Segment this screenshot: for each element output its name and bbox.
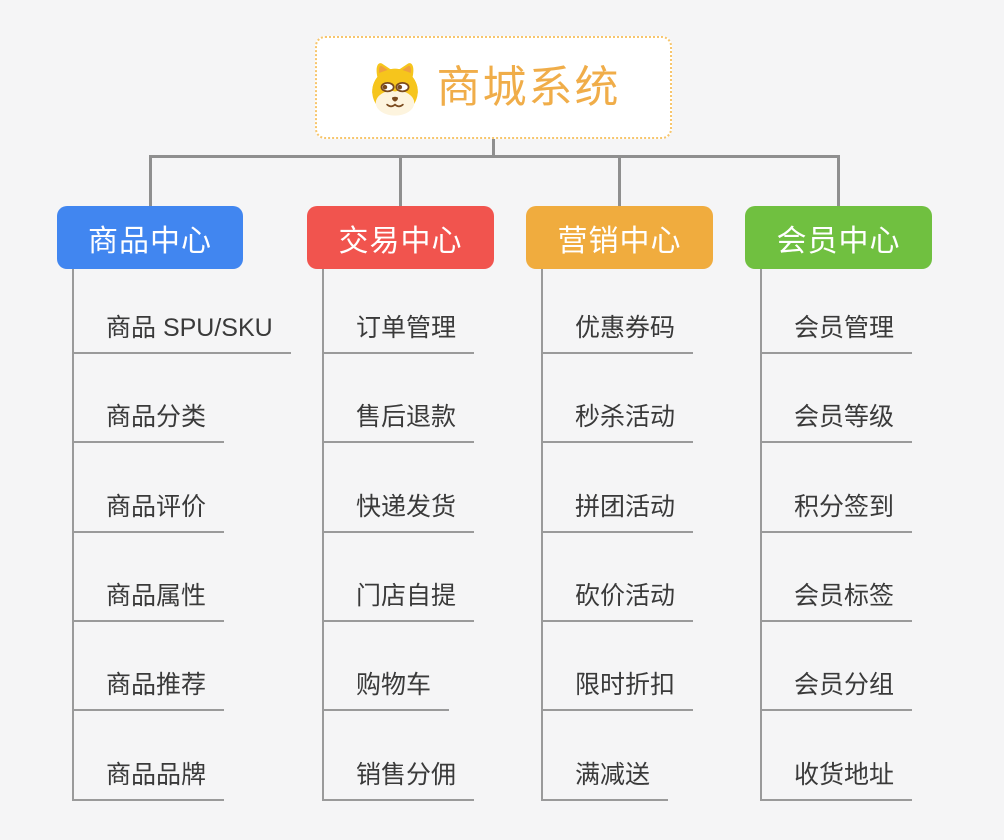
child-node[interactable]: 会员等级 — [762, 401, 913, 443]
branch-node-goods-center[interactable]: 商品中心 — [57, 206, 243, 269]
child-node[interactable]: 售后退款 — [324, 401, 475, 443]
child-node[interactable]: 商品 SPU/SKU — [74, 312, 291, 354]
child-node[interactable]: 商品品牌 — [74, 759, 225, 801]
branch-node-trade-center[interactable]: 交易中心 — [307, 206, 494, 269]
connector-drop-4 — [837, 155, 840, 208]
dog-icon — [371, 62, 418, 116]
child-node[interactable]: 购物车 — [324, 669, 450, 711]
child-node[interactable]: 限时折扣 — [543, 669, 694, 711]
child-node[interactable]: 积分签到 — [762, 491, 913, 533]
child-node[interactable]: 会员标签 — [762, 580, 913, 622]
connector-drop-1 — [149, 155, 152, 208]
branch-trade-children: 订单管理 售后退款 快递发货 门店自提 购物车 销售分佣 — [322, 269, 475, 801]
branch-member-children: 会员管理 会员等级 积分签到 会员标签 会员分组 收货地址 — [760, 269, 913, 801]
child-node[interactable]: 拼团活动 — [543, 491, 694, 533]
child-node[interactable]: 收货地址 — [762, 759, 913, 801]
child-node[interactable]: 满减送 — [543, 759, 669, 801]
branch-goods-children: 商品 SPU/SKU 商品分类 商品评价 商品属性 商品推荐 商品品牌 — [72, 269, 291, 801]
child-node[interactable]: 秒杀活动 — [543, 401, 694, 443]
child-node[interactable]: 商品属性 — [74, 580, 225, 622]
branch-node-member-center[interactable]: 会员中心 — [745, 206, 932, 269]
child-node[interactable]: 订单管理 — [324, 312, 475, 354]
child-node[interactable]: 商品评价 — [74, 491, 225, 533]
root-node[interactable]: 商城系统 — [315, 36, 672, 139]
connector-bus — [149, 155, 839, 158]
child-node[interactable]: 砍价活动 — [543, 580, 694, 622]
child-node[interactable]: 会员管理 — [762, 312, 913, 354]
child-node[interactable]: 门店自提 — [324, 580, 475, 622]
child-node[interactable]: 销售分佣 — [324, 759, 475, 801]
child-node[interactable]: 快递发货 — [324, 491, 475, 533]
connector-root-stub — [492, 139, 495, 158]
connector-drop-3 — [618, 155, 621, 208]
connector-drop-2 — [399, 155, 402, 208]
branch-marketing-children: 优惠券码 秒杀活动 拼团活动 砍价活动 限时折扣 满减送 — [541, 269, 694, 801]
child-node[interactable]: 商品推荐 — [74, 669, 225, 711]
child-node[interactable]: 优惠券码 — [543, 312, 694, 354]
child-node[interactable]: 会员分组 — [762, 669, 913, 711]
branch-node-marketing-center[interactable]: 营销中心 — [526, 206, 713, 269]
child-node[interactable]: 商品分类 — [74, 401, 225, 443]
root-node-label: 商城系统 — [436, 62, 621, 112]
